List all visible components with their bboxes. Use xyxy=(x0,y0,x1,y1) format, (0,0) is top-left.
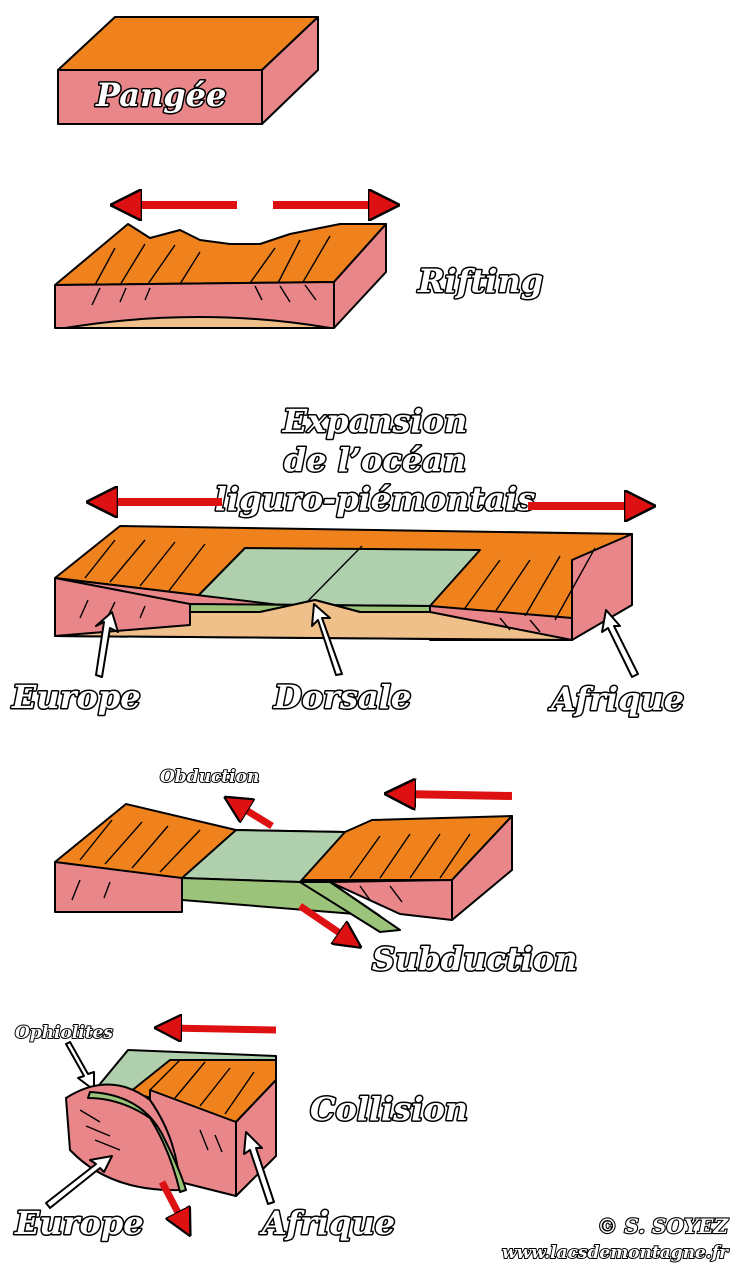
expansion-label-europe: Europe xyxy=(11,678,141,716)
collision-block xyxy=(65,1049,277,1197)
expansion-block xyxy=(54,525,633,641)
stage-subduction: Obduction Subduction xyxy=(54,766,579,980)
collision-label-afrique: Afrique xyxy=(259,1204,395,1242)
stage-pangee: Pangée xyxy=(57,16,319,125)
collision-label-europe: Europe xyxy=(14,1204,144,1242)
rifting-label: Rifting xyxy=(417,262,543,300)
collision-down-arrow xyxy=(158,1180,184,1224)
expansion-title-line-1: Expansion xyxy=(282,402,468,440)
expansion-label-afrique: Afrique xyxy=(548,680,684,718)
africa-push-arrow xyxy=(400,794,513,796)
expansion-title-line-2: de l’océan xyxy=(284,441,466,479)
subduction-arrow xyxy=(298,903,350,940)
author-credit: © S. SOYEZ xyxy=(597,1214,729,1238)
expansion-white-arrows xyxy=(95,603,639,678)
rifting-block xyxy=(54,223,387,329)
stage-rifting: Rifting xyxy=(54,205,545,329)
expansion-title-line-3: liguro-piémontais xyxy=(215,480,535,518)
collision-label: Collision xyxy=(310,1090,468,1128)
ophiolites-pointer xyxy=(65,1041,95,1091)
subduction-label: Subduction xyxy=(372,940,577,978)
ophiolites-label: Ophiolites xyxy=(15,1023,113,1043)
website-credit: www.lacsdemontagne.fr xyxy=(502,1243,729,1263)
obduction-arrow xyxy=(236,804,274,829)
subduction-block xyxy=(54,803,513,933)
collision-push-arrow xyxy=(168,1028,277,1030)
collision-afrique-pointer xyxy=(243,1131,275,1205)
pangee-block xyxy=(57,16,319,125)
stage-expansion: Expansion de l’océan liguro-piémontais E… xyxy=(10,401,686,720)
stage-collision: Ophiolites Collision Europe Afrique xyxy=(13,1023,470,1244)
obduction-label: Obduction xyxy=(160,767,259,787)
pangee-label: Pangée xyxy=(95,76,226,114)
collision-europe-pointer xyxy=(45,1155,113,1209)
expansion-label-dorsale: Dorsale xyxy=(273,678,411,716)
